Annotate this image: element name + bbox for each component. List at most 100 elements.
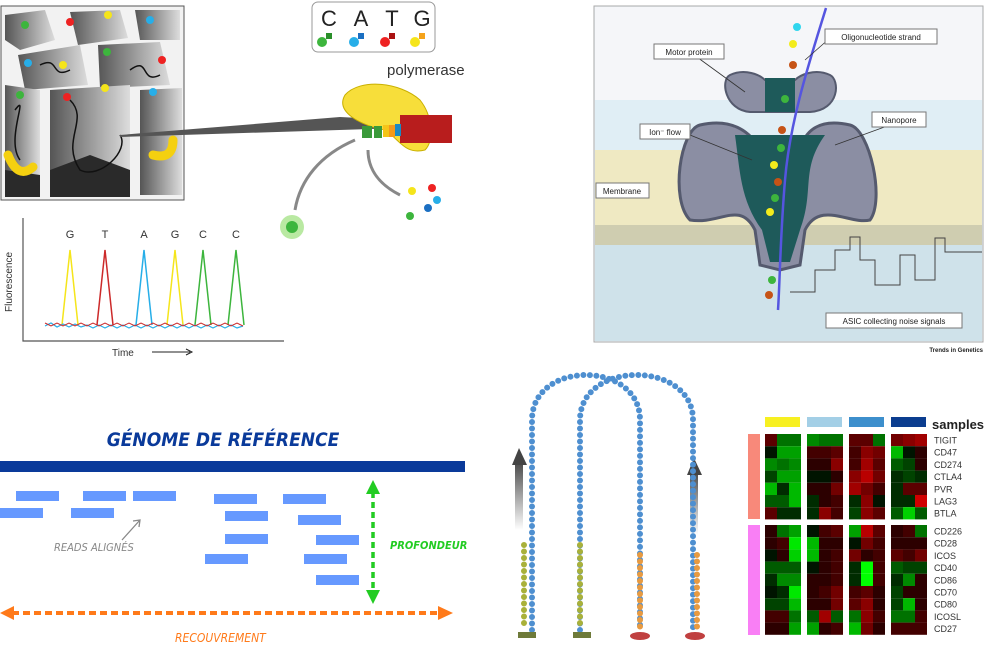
heatmap-cell bbox=[807, 470, 819, 483]
heatmap-cell bbox=[831, 446, 843, 459]
peak-base-label: G bbox=[66, 229, 75, 241]
heatmap-cell bbox=[765, 525, 777, 538]
heatmap-cell bbox=[873, 610, 885, 623]
heatmap-cell bbox=[789, 622, 801, 635]
heatmap-cell bbox=[765, 561, 777, 574]
heatmap-cell bbox=[777, 507, 789, 520]
peak-base-label: C bbox=[232, 229, 240, 241]
heatmap-cell bbox=[777, 446, 789, 459]
reference-genome-title: GÉNOME DE RÉFÉRENCE bbox=[107, 428, 340, 451]
heatmap-cell bbox=[891, 610, 903, 623]
heatmap-row-label: TIGIT bbox=[934, 436, 957, 446]
label-motor-protein: Motor protein bbox=[665, 48, 712, 57]
coverage-label: RECOUVREMENT bbox=[175, 631, 267, 645]
heatmap-cell bbox=[819, 622, 831, 635]
heatmap-cell bbox=[819, 586, 831, 599]
heatmap-cell bbox=[849, 458, 861, 471]
heatmap-cell bbox=[789, 561, 801, 574]
heatmap-row-label: CTLA4 bbox=[934, 472, 962, 482]
heatmap-cell bbox=[789, 537, 801, 550]
heatmap-cell bbox=[789, 525, 801, 538]
heatmap-cell bbox=[891, 525, 903, 538]
heatmap-cell bbox=[789, 458, 801, 471]
heatmap-cell bbox=[765, 537, 777, 550]
heatmap-cell bbox=[873, 458, 885, 471]
heatmap-cell bbox=[789, 470, 801, 483]
heatmap-cell bbox=[789, 507, 801, 520]
heatmap-cell bbox=[789, 586, 801, 599]
heatmap-cell bbox=[849, 610, 861, 623]
heatmap-cell bbox=[831, 458, 843, 471]
heatmap-cell bbox=[903, 561, 915, 574]
coverage-arrow bbox=[0, 606, 453, 620]
heatmap-cell bbox=[831, 573, 843, 586]
heatmap-cell bbox=[861, 458, 873, 471]
label-asic: ASIC collecting noise signals bbox=[843, 317, 946, 326]
heatmap-cell bbox=[903, 598, 915, 611]
heatmap-cell bbox=[789, 482, 801, 495]
heatmap-cell bbox=[819, 598, 831, 611]
heatmap-cell bbox=[915, 525, 927, 538]
base-t: T bbox=[385, 6, 398, 31]
heatmap-cell bbox=[915, 495, 927, 508]
heatmap-cell bbox=[819, 482, 831, 495]
heatmap-cell bbox=[765, 482, 777, 495]
heatmap-cell bbox=[765, 598, 777, 611]
heatmap-cell bbox=[849, 470, 861, 483]
reads-aligned-label: READS ALIGNÉS bbox=[54, 541, 134, 554]
heatmap-cell bbox=[789, 549, 801, 562]
fluorescence-flash-icon bbox=[280, 215, 304, 239]
heatmap-cell bbox=[861, 610, 873, 623]
label-ion-flow: Ion⁻ flow bbox=[649, 128, 681, 137]
peak-T bbox=[96, 249, 114, 326]
heatmap-cell bbox=[807, 598, 819, 611]
heatmap-cell bbox=[903, 507, 915, 520]
heatmap-cell bbox=[831, 537, 843, 550]
heatmap-cell bbox=[807, 537, 819, 550]
nanopore-illustration bbox=[593, 5, 984, 343]
heatmap-cell bbox=[819, 537, 831, 550]
heatmap-cell bbox=[777, 525, 789, 538]
heatmap-cell bbox=[903, 573, 915, 586]
heatmap-cell bbox=[807, 622, 819, 635]
heatmap-cell bbox=[915, 622, 927, 635]
heatmap-cell bbox=[777, 549, 789, 562]
heatmap-row-label: LAG3 bbox=[934, 497, 957, 507]
base-a: A bbox=[354, 6, 369, 31]
heatmap-cell bbox=[891, 446, 903, 459]
heatmap-cell bbox=[807, 458, 819, 471]
heatmap-cell bbox=[861, 561, 873, 574]
row-group-bar-2 bbox=[748, 525, 760, 635]
heatmap-cell bbox=[915, 573, 927, 586]
peak-base-label: C bbox=[199, 229, 207, 241]
nanopore-labels: Motor protein Oligonucleotide strand Nan… bbox=[595, 28, 963, 329]
heatmap-row-label: CD274 bbox=[934, 460, 962, 470]
heatmap-cell bbox=[903, 434, 915, 447]
heatmap-cell bbox=[831, 598, 843, 611]
heatmap-cell bbox=[915, 434, 927, 447]
peak-A bbox=[135, 249, 153, 326]
heatmap-cell bbox=[777, 586, 789, 599]
heatmap-cell bbox=[861, 525, 873, 538]
heatmap-cell bbox=[891, 495, 903, 508]
heatmap-cell bbox=[915, 446, 927, 459]
heatmap-cell bbox=[903, 525, 915, 538]
heatmap-cell bbox=[915, 470, 927, 483]
heatmap-cell bbox=[891, 482, 903, 495]
heatmap-cell bbox=[777, 482, 789, 495]
peak-base-label: T bbox=[102, 229, 109, 241]
heatmap-cell bbox=[765, 573, 777, 586]
heatmap-cell bbox=[891, 598, 903, 611]
heatmap-cell bbox=[789, 598, 801, 611]
heatmap-cell bbox=[807, 573, 819, 586]
dna-template-strand bbox=[120, 117, 400, 137]
heatmap-cell bbox=[765, 549, 777, 562]
heatmap-cell bbox=[891, 434, 903, 447]
heatmap-cell bbox=[831, 586, 843, 599]
figure-credit: Trends in Genetics bbox=[929, 348, 983, 354]
heatmap-cell bbox=[765, 458, 777, 471]
heatmap-cell bbox=[765, 622, 777, 635]
heatmap-row-label: CD40 bbox=[934, 563, 957, 573]
heatmap-cell bbox=[777, 434, 789, 447]
heatmap-cell bbox=[777, 598, 789, 611]
